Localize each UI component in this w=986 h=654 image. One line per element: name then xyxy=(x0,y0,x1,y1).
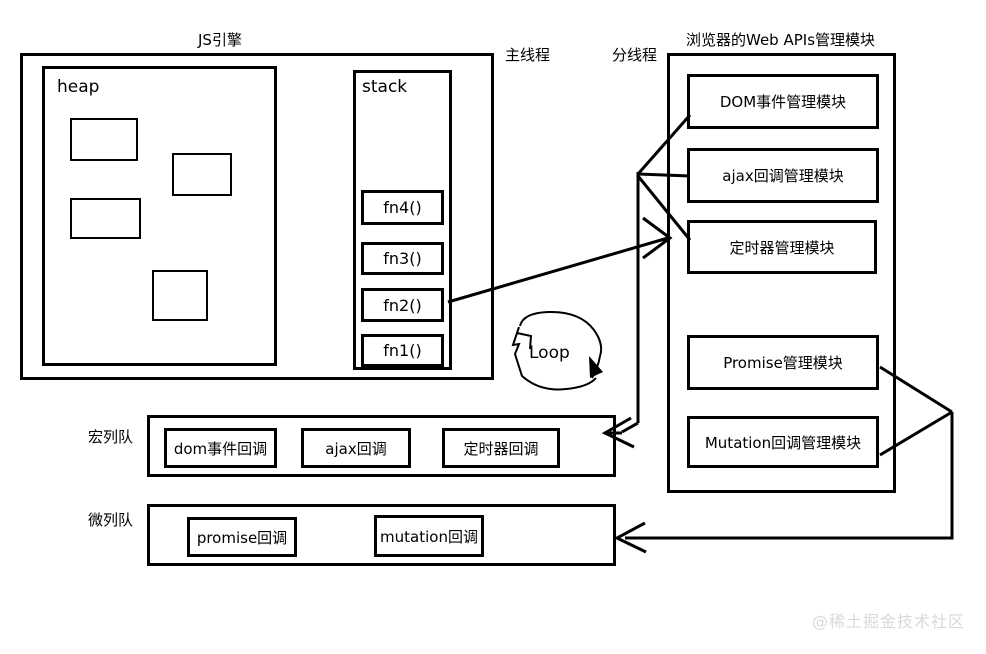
arrowhead-timer-module xyxy=(642,216,673,260)
web-api-module-mutation: Mutation回调管理模块 xyxy=(687,416,879,468)
stack-frame-fn4: fn4() xyxy=(361,190,444,225)
web-api-module-timer: 定时器管理模块 xyxy=(687,220,877,274)
module-label: Mutation回调管理模块 xyxy=(704,433,862,452)
web-api-module-ajax-callback: ajax回调管理模块 xyxy=(687,148,879,203)
stack-frame-fn2: fn2() xyxy=(361,288,444,322)
macro-queue-item-timer: 定时器回调 xyxy=(442,428,560,468)
queue-item-label: mutation回调 xyxy=(380,527,478,546)
js-engine-title: JS引擎 xyxy=(198,31,242,49)
stack-label: stack xyxy=(362,77,408,97)
heap-block-1 xyxy=(70,118,138,161)
stack-frame-fn3: fn3() xyxy=(361,242,444,275)
heap-block-4 xyxy=(152,270,208,321)
watermark: @稀土掘金技术社区 xyxy=(812,612,966,631)
macro-queue-item-dom-event: dom事件回调 xyxy=(164,428,277,468)
micro-queue-label: 微列队 xyxy=(88,511,134,529)
queue-item-label: ajax回调 xyxy=(325,439,387,458)
loop-arc-right xyxy=(591,355,601,379)
module-label: ajax回调管理模块 xyxy=(722,167,844,185)
web-apis-title: 浏览器的Web APIs管理模块 xyxy=(686,31,876,49)
web-api-module-promise: Promise管理模块 xyxy=(687,335,879,390)
queue-item-label: promise回调 xyxy=(196,528,288,547)
js-engine-container xyxy=(20,53,494,380)
module-label: Promise管理模块 xyxy=(723,354,843,372)
macro-queue-item-ajax: ajax回调 xyxy=(301,428,411,468)
web-api-module-dom-event: DOM事件管理模块 xyxy=(687,74,879,129)
heap-container xyxy=(42,66,277,366)
sub-thread-label: 分线程 xyxy=(612,46,658,64)
micro-queue-item-mutation: mutation回调 xyxy=(374,515,484,557)
arrowhead-micro-queue xyxy=(613,521,647,554)
module-label: 定时器管理模块 xyxy=(729,238,835,257)
loop-label: Loop xyxy=(529,343,570,363)
stack-frame-fn1: fn1() xyxy=(361,334,444,367)
stack-container xyxy=(353,70,452,370)
loop-arrowhead xyxy=(589,356,603,378)
stack-frame-label: fn4() xyxy=(383,198,422,217)
stack-frame-label: fn2() xyxy=(383,295,422,315)
main-thread-label: 主线程 xyxy=(505,46,551,64)
macro-queue-label: 宏列队 xyxy=(88,428,134,446)
queue-item-label: dom事件回调 xyxy=(173,439,268,458)
stack-frame-label: fn3() xyxy=(383,249,422,268)
connector-spine-to-macro xyxy=(621,421,639,434)
module-label: DOM事件管理模块 xyxy=(719,93,847,111)
queue-item-label: 定时器回调 xyxy=(463,439,539,458)
micro-queue-item-promise: promise回调 xyxy=(187,517,297,557)
heap-label: heap xyxy=(57,77,100,97)
heap-block-3 xyxy=(70,198,141,239)
stack-frame-label: fn1() xyxy=(383,341,422,360)
heap-block-2 xyxy=(172,153,232,196)
